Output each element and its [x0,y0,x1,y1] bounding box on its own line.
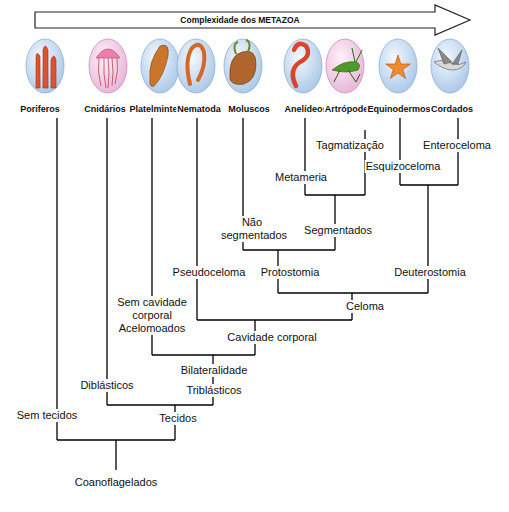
branch-line [115,440,116,470]
taxon-label: Moluscos [227,104,271,115]
taxon-label: Cnidários [83,104,127,115]
egg [224,39,262,93]
clade-label: Celoma [345,300,385,313]
taxon-label: Equinodermos [366,104,431,115]
clade-label: Tecidos [158,412,197,425]
clade-label: Deuterostomia [393,266,467,279]
clade-label: Sem tecidos [16,409,79,422]
bird-wings [438,48,462,64]
branch-line [56,118,57,440]
branch-line [152,354,255,355]
branch-line [278,292,428,293]
clade-label: Protostomia [260,266,321,279]
branch-line [197,319,352,320]
branch-line [212,355,213,405]
annelid-drawing [293,44,308,86]
clade-label: Cavidade corporal [226,331,317,344]
branch-line [196,118,197,320]
cladogram-lines [57,118,458,470]
axis-label: Complexidade dos METAZOA [179,15,300,25]
branch-line [106,118,107,405]
grasshopper-legs [334,48,362,82]
clade-label: Acelomoados [118,322,187,335]
taxon-label: Poriferos [19,104,61,115]
taxon-label: Anelídeos [283,104,328,115]
branch-line [334,195,335,250]
egg [26,39,64,93]
complexity-arrow [35,5,470,35]
egg [379,39,417,93]
clade-label: Enteroceloma [422,139,492,152]
starfish-drawing [386,55,411,79]
egg [326,39,364,93]
egg [431,39,469,93]
egg [141,39,179,93]
branch-line [243,249,335,250]
branch-line [400,184,458,185]
egg [89,39,127,93]
clade-label: Coanoflagelados [74,476,159,489]
mollusc-tentacles [234,40,249,54]
grasshopper-drawing [332,62,360,72]
egg-illustrations [26,39,469,93]
taxon-label: Cordados [430,104,474,115]
clade-label: Esquizoceloma [365,160,442,173]
clade-label: Tagmatização [315,139,385,152]
flatworm-drawing [150,45,169,86]
clade-label: Segmentados [303,224,373,237]
mollusc-drawing [230,51,256,84]
branch-line [399,118,400,185]
jellyfish-drawing [96,49,120,58]
clade-label: Triblásticos [185,384,242,397]
egg [177,39,215,93]
clade-label: Sem cavidade corporal [111,296,193,322]
clade-label: Pseudoceloma [172,266,247,279]
jellyfish-tentacles [98,58,117,88]
clade-label: Não segmentados [220,216,284,242]
clade-label: Diblásticos [79,379,134,392]
clade-label: Metameria [274,171,328,184]
branch-line [107,404,213,405]
sponge-drawing [36,46,56,88]
taxon-label: Nematoda [176,104,222,115]
egg [284,39,322,93]
roundworm-drawing [187,45,204,84]
clade-label: Bilateralidade [180,364,249,377]
